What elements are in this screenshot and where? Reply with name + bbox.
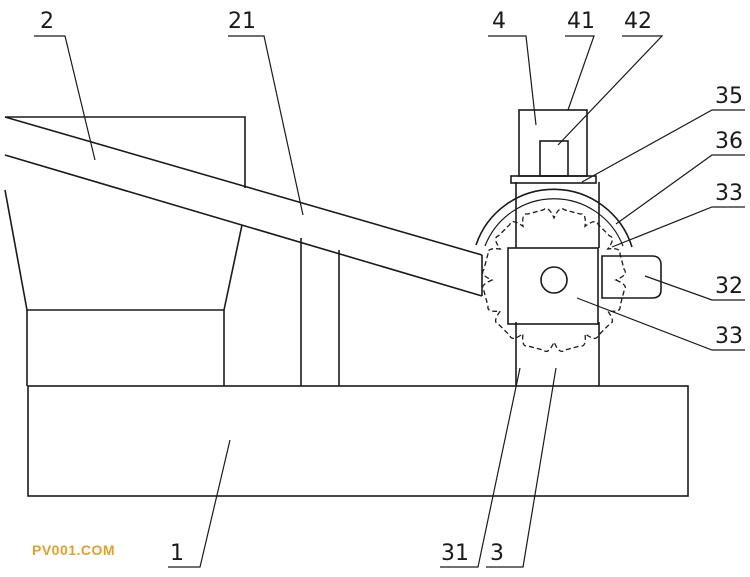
watermark: PV001.COM: [32, 542, 115, 558]
side-block: [601, 255, 662, 299]
label-35: 35: [715, 84, 743, 109]
motor: [518, 109, 588, 177]
leader-lines: [34, 35, 745, 568]
hopper: [4, 116, 246, 386]
label-2: 2: [40, 9, 54, 34]
label-42: 42: [624, 9, 652, 34]
base-plate: [27, 385, 689, 497]
roller-shaft: [540, 266, 568, 294]
roller-stand: [507, 182, 600, 386]
support-post: [300, 238, 340, 386]
label-3: 3: [490, 541, 504, 566]
label-33-top: 33: [715, 181, 743, 206]
label-21: 21: [228, 9, 256, 34]
label-41: 41: [567, 9, 595, 34]
label-31: 31: [441, 541, 469, 566]
label-36: 36: [715, 129, 743, 154]
dashed-gear: [481, 207, 627, 353]
label-33-bottom: 33: [715, 324, 743, 349]
label-4: 4: [492, 9, 506, 34]
label-32: 32: [715, 274, 743, 299]
inclined-chute: [4, 116, 483, 297]
label-1: 1: [170, 541, 184, 566]
guard-arc: [475, 188, 633, 248]
